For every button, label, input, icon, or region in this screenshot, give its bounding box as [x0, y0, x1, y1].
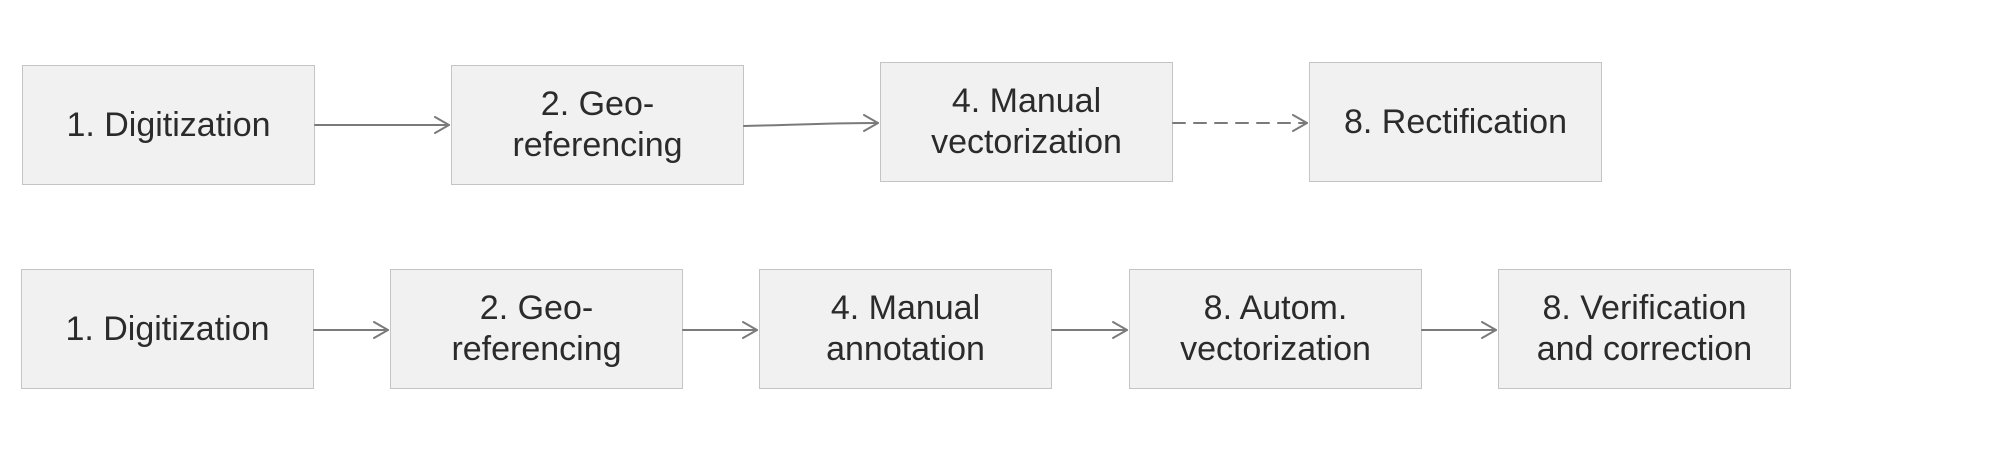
step-label: 8. Verification and correction: [1536, 289, 1753, 368]
arrow-georeferencing-to-manual-vectorization-top: [743, 114, 879, 132]
step-digitization-top: 1. Digitization: [22, 65, 315, 185]
arrow-manual-vectorization-to-rectification-dashed: [1172, 114, 1308, 132]
step-automatic-vectorization-bottom: 8. Autom. vectorization: [1129, 269, 1422, 389]
step-rectification-top: 8. Rectification: [1309, 62, 1602, 182]
step-label: 1. Digitization: [65, 309, 270, 348]
step-label: 4. Manual vectorization: [931, 82, 1122, 161]
step-georeferencing-top: 2. Geo- referencing: [451, 65, 744, 185]
step-label: 1. Digitization: [66, 105, 271, 144]
arrow-digitization-to-georeferencing-bottom: [313, 321, 389, 339]
step-label: 2. Geo- referencing: [512, 85, 683, 164]
arrow-digitization-to-georeferencing-top: [314, 116, 450, 134]
step-label: 8. Autom. vectorization: [1180, 289, 1371, 368]
step-manual-vectorization-top: 4. Manual vectorization: [880, 62, 1173, 182]
step-georeferencing-bottom: 2. Geo- referencing: [390, 269, 683, 389]
arrow-automatic-vectorization-to-verification-bottom: [1421, 321, 1497, 339]
arrow-georeferencing-to-manual-annotation-bottom: [682, 321, 758, 339]
step-label: 4. Manual annotation: [826, 289, 985, 368]
step-label: 8. Rectification: [1344, 102, 1567, 141]
step-manual-annotation-bottom: 4. Manual annotation: [759, 269, 1052, 389]
arrow-manual-annotation-to-automatic-vectorization-bottom: [1051, 321, 1128, 339]
step-digitization-bottom: 1. Digitization: [21, 269, 314, 389]
step-label: 2. Geo- referencing: [451, 289, 622, 368]
step-verification-correction-bottom: 8. Verification and correction: [1498, 269, 1791, 389]
